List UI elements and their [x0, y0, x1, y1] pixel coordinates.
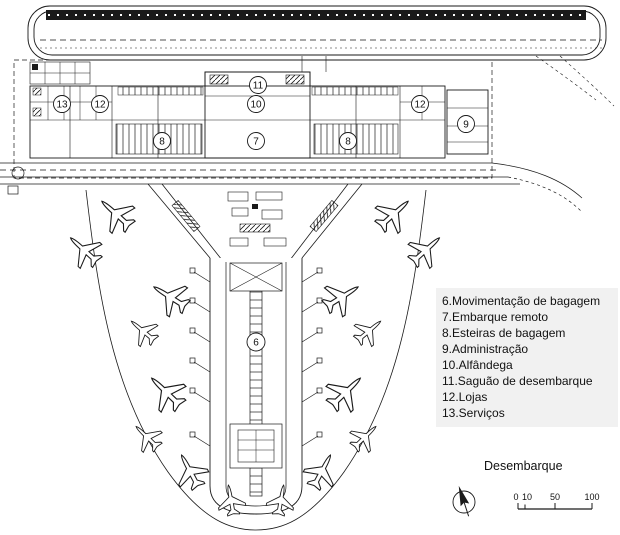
- scale-tick-label: 10: [522, 492, 532, 502]
- svg-text:12: 12: [414, 100, 426, 111]
- legend-item-8: 8.Esteiras de bagagem: [442, 326, 566, 340]
- legend: 6.Movimentação de bagagem 7.Embarque rem…: [436, 288, 618, 427]
- north-arrow-icon: [452, 485, 476, 517]
- stair-block: [209, 74, 229, 85]
- svg-text:12: 12: [94, 100, 106, 111]
- desembarque-label: Desembarque: [484, 459, 563, 473]
- scale-bar: 0 10 50 100: [513, 492, 600, 510]
- aircraft-icon: [126, 416, 168, 458]
- plan-marker-8-right: 8: [339, 132, 357, 150]
- svg-text:8: 8: [159, 137, 165, 148]
- curbside-roads: [0, 162, 583, 213]
- walkway-hatch: [309, 199, 339, 233]
- stair-block: [285, 74, 305, 85]
- legend-item-12: 12.Lojas: [442, 390, 488, 404]
- scale-tick-label: 50: [550, 492, 560, 502]
- legend-item-11: 11.Saguão de desembarque: [442, 374, 593, 388]
- plan-marker-8-left: 8: [153, 132, 171, 150]
- aircraft-icon: [144, 271, 196, 323]
- plan-marker-11: 11: [249, 76, 267, 94]
- svg-text:11: 11: [253, 81, 264, 92]
- scale-tick-label: 100: [584, 492, 599, 502]
- svg-text:8: 8: [345, 137, 351, 148]
- aircraft-icon: [344, 416, 386, 458]
- svg-text:7: 7: [253, 137, 259, 148]
- apron-boundary: [85, 189, 427, 531]
- aircraft-icon: [318, 364, 374, 420]
- aircraft-icon: [348, 310, 390, 352]
- legend-item-9: 9.Administração: [442, 342, 529, 356]
- legend-item-7: 7.Embarque remoto: [442, 310, 549, 324]
- plan-marker-12-left: 12: [91, 95, 109, 113]
- aircraft-icon: [367, 188, 421, 240]
- plan-marker-10: 10: [247, 95, 265, 113]
- aircraft-icon: [316, 271, 368, 323]
- legend-item-6: 6.Movimentação de bagagem: [442, 294, 601, 308]
- boarding-pier: [189, 258, 323, 515]
- walkway-hatch: [171, 199, 201, 233]
- legend-item-10: 10.Alfândega: [442, 358, 513, 372]
- plan-marker-9: 9: [457, 115, 475, 133]
- aircraft-icon: [138, 364, 194, 420]
- svg-text:13: 13: [56, 100, 68, 111]
- plan-marker-13: 13: [53, 95, 71, 113]
- aircraft-icon: [89, 188, 143, 240]
- jet-bridges: [189, 267, 323, 447]
- aircraft-icon: [59, 225, 109, 275]
- runway-strip: [46, 10, 586, 20]
- plan-markers: 13 12 8 7 10 11: [53, 76, 475, 352]
- aircraft-icon: [122, 310, 164, 352]
- aircraft-icon: [401, 225, 451, 275]
- aircraft-icon: [166, 446, 214, 496]
- site-boundary: [13, 59, 493, 179]
- svg-text:9: 9: [463, 120, 469, 131]
- svg-text:6: 6: [253, 338, 259, 349]
- plan-marker-6: 6: [246, 332, 266, 352]
- plan-marker-12-right: 12: [411, 95, 429, 113]
- svg-text:10: 10: [250, 100, 262, 111]
- legend-item-13: 13.Serviços: [442, 406, 505, 420]
- plan-marker-7: 7: [247, 132, 265, 150]
- roundabout: [11, 166, 25, 180]
- runway-taxiway-band: [27, 5, 615, 107]
- scale-tick-label: 0: [513, 492, 518, 502]
- aircraft-icon: [298, 446, 346, 496]
- apron-junction: [147, 183, 363, 261]
